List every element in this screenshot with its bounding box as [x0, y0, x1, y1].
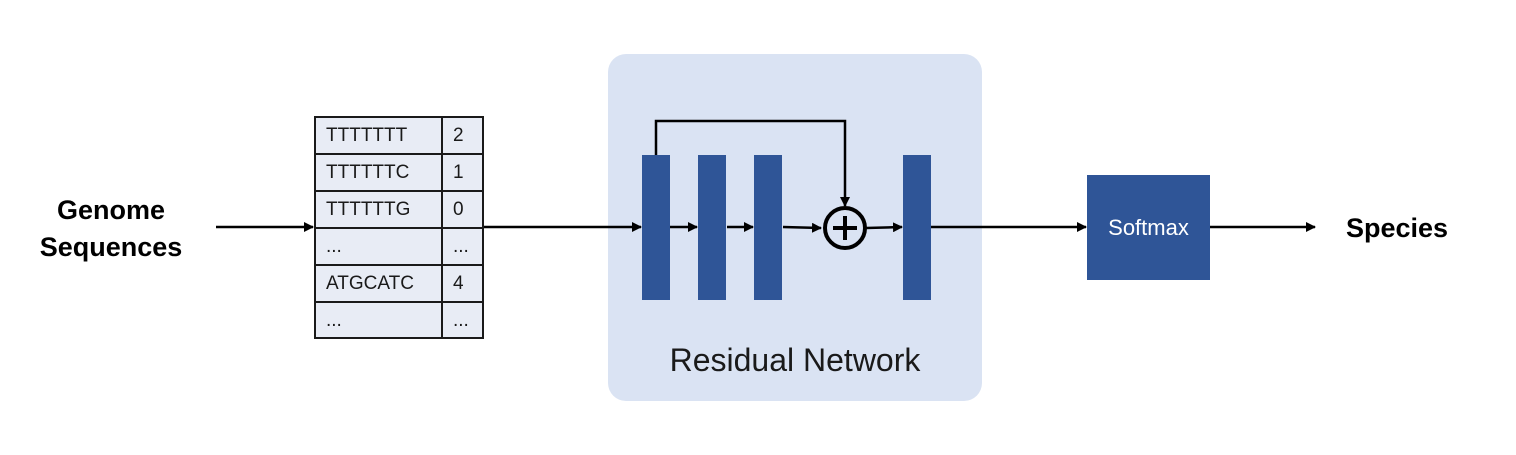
kmer-sequence: ...: [326, 236, 342, 257]
kmer-sequence: TTTTTTC: [326, 162, 410, 183]
table-row: ... ...: [316, 229, 482, 266]
network-layer-3: [754, 155, 782, 300]
kmer-count-table: TTTTTTT 2 TTTTTTC 1 TTTTTTG 0 ... ... AT…: [314, 116, 484, 339]
kmer-sequence: TTTTTTG: [326, 199, 411, 220]
add-node-circle: [823, 206, 867, 250]
network-layer-2: [698, 155, 726, 300]
input-label-line2: Sequences: [39, 232, 183, 262]
input-label-line1: Genome: [56, 195, 166, 225]
network-layer-1: [642, 155, 670, 300]
table-row: TTTTTTG 0: [316, 192, 482, 229]
skip-connection: [654, 119, 850, 207]
network-layer-4: [903, 155, 931, 300]
arrow-add-to-layer4: [865, 222, 903, 233]
kmer-count: ...: [453, 236, 469, 257]
output-label: Species: [1345, 213, 1449, 243]
kmer-count: ...: [453, 310, 469, 331]
arrow-layer3-to-add: [782, 222, 822, 233]
kmer-count: 2: [453, 125, 464, 146]
residual-network-label: Residual Network: [669, 342, 921, 378]
table-row: ATGCATC 4: [316, 266, 482, 303]
table-row: ... ...: [316, 303, 482, 340]
table-row: TTTTTTC 1: [316, 155, 482, 192]
kmer-count: 0: [453, 199, 464, 220]
kmer-sequence: TTTTTTT: [326, 125, 408, 146]
softmax-box: Softmax: [1087, 175, 1210, 280]
table-row: TTTTTTT 2: [316, 118, 482, 155]
kmer-sequence: ATGCATC: [326, 273, 414, 294]
kmer-sequence: ...: [326, 310, 342, 331]
kmer-count: 4: [453, 273, 464, 294]
kmer-count: 1: [453, 162, 464, 183]
input-label: Genome Sequences: [24, 192, 198, 266]
